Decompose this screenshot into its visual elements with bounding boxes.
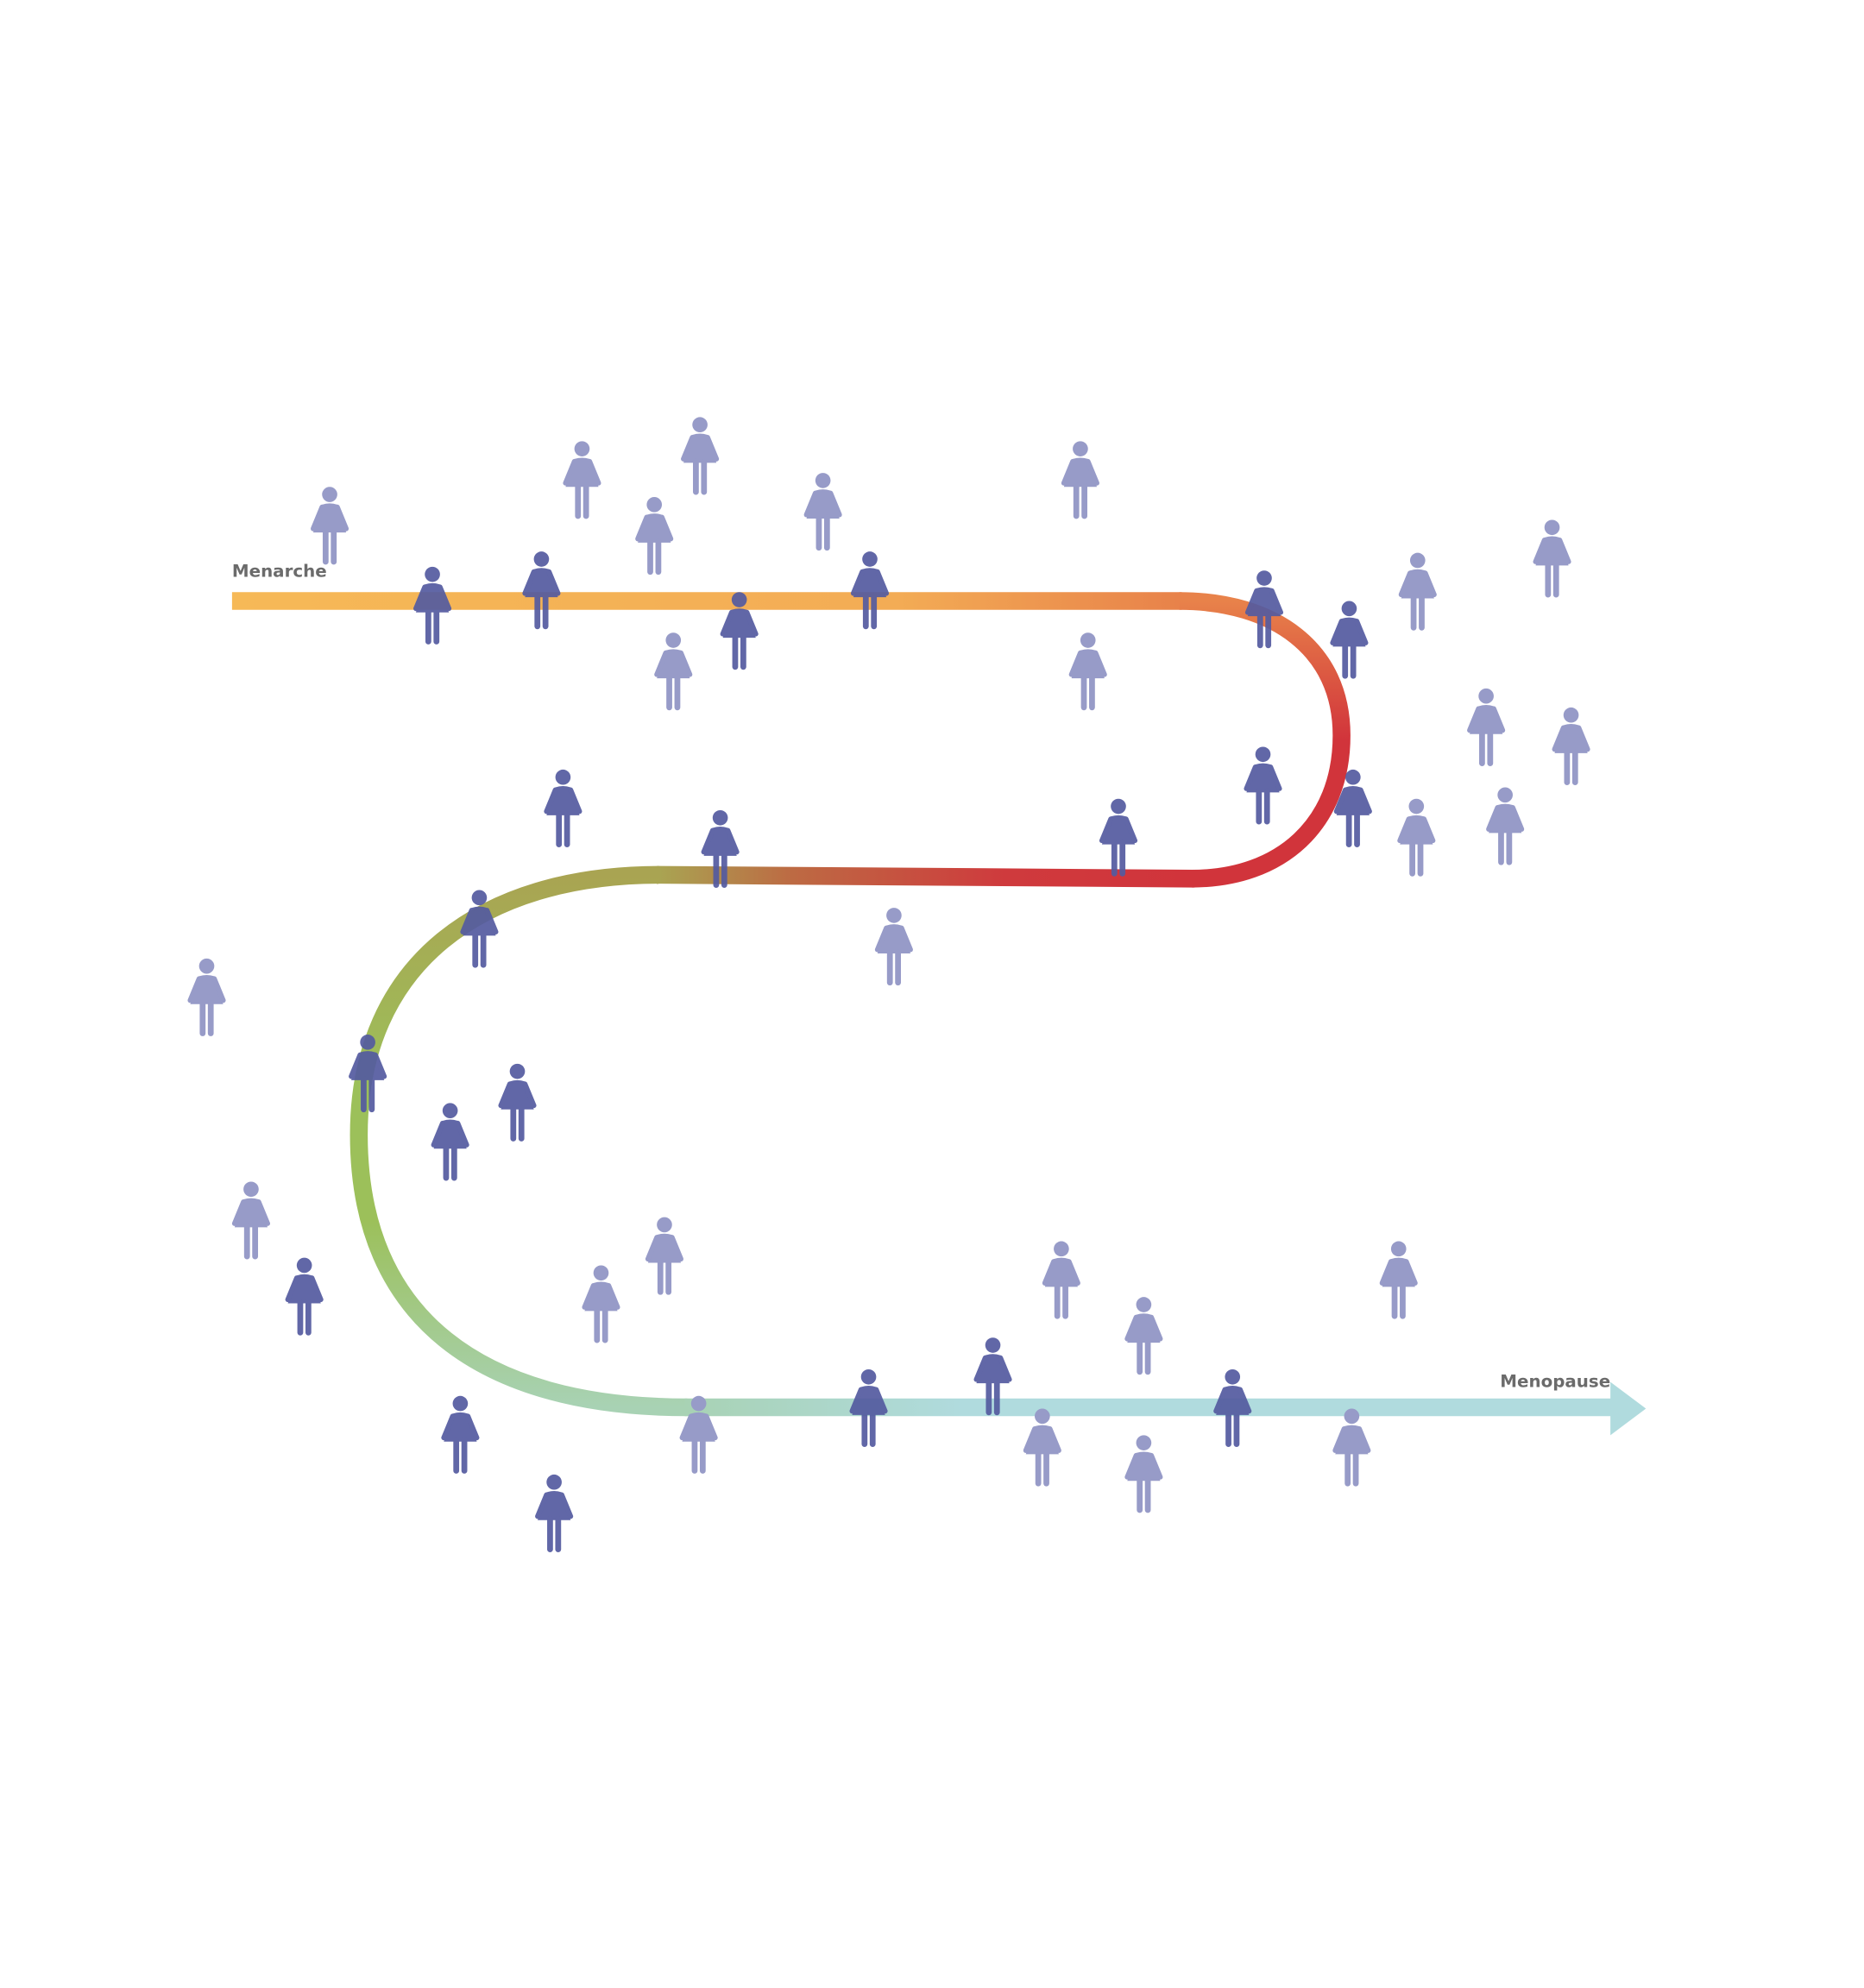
menopause-label: Menopause: [1500, 1372, 1610, 1392]
woman-figure-light-icon: [635, 497, 674, 576]
woman-figure-light-icon: [681, 417, 720, 495]
woman-figure-dark-icon: [431, 1103, 469, 1181]
woman-figure-light-icon: [679, 1395, 718, 1474]
woman-figure-dark-icon: [850, 551, 890, 630]
woman-figure-dark-icon: [285, 1257, 324, 1336]
woman-figure-dark-icon: [1333, 769, 1372, 847]
woman-figure-light-icon: [1467, 688, 1506, 766]
woman-figure-dark-icon: [720, 592, 759, 670]
path-segment-middle: [657, 865, 1195, 888]
woman-figure-light-icon: [803, 473, 842, 551]
woman-figure-dark-icon: [1244, 570, 1284, 649]
woman-figure-dark-icon: [441, 1395, 480, 1474]
woman-figure-dark-icon: [498, 1063, 537, 1142]
woman-figure-light-icon: [1124, 1297, 1163, 1375]
woman-figure-dark-icon: [460, 890, 499, 968]
woman-figure-light-icon: [1397, 798, 1436, 877]
woman-figure-light-icon: [645, 1217, 683, 1295]
woman-figure-dark-icon: [535, 1474, 574, 1552]
woman-figure-light-icon: [1068, 632, 1107, 711]
woman-figure-dark-icon: [701, 809, 740, 889]
woman-figure-light-icon: [563, 441, 601, 519]
woman-figure-light-icon: [1552, 707, 1590, 785]
woman-figure-light-icon: [1042, 1241, 1080, 1319]
arrowhead-icon: [1610, 1381, 1647, 1436]
woman-figure-dark-icon: [522, 551, 561, 630]
woman-figure-light-icon: [1398, 552, 1437, 631]
woman-figure-light-icon: [1379, 1241, 1418, 1319]
woman-figure-light-icon: [874, 908, 913, 986]
woman-figure-light-icon: [1061, 441, 1099, 519]
woman-figure-dark-icon: [1244, 746, 1282, 825]
woman-figure-dark-icon: [544, 769, 582, 847]
menarche-label: Menarche: [232, 562, 327, 582]
woman-figure-dark-icon: [349, 1035, 387, 1113]
woman-figure-light-icon: [187, 958, 226, 1036]
woman-figure-dark-icon: [849, 1368, 888, 1448]
woman-figure-light-icon: [1533, 519, 1571, 598]
woman-figure-light-icon: [231, 1181, 270, 1260]
woman-figure-light-icon: [1332, 1408, 1371, 1487]
woman-figure-light-icon: [654, 632, 693, 711]
woman-figure-light-icon: [311, 487, 350, 565]
woman-figure-light-icon: [1486, 787, 1525, 865]
woman-figure-dark-icon: [973, 1337, 1012, 1416]
woman-figure-light-icon: [1124, 1435, 1163, 1513]
woman-figure-dark-icon: [1213, 1368, 1252, 1448]
women-figures: [187, 417, 1590, 1552]
woman-figure-light-icon: [1023, 1408, 1061, 1487]
woman-figure-light-icon: [582, 1265, 620, 1343]
woman-figure-dark-icon: [413, 566, 452, 645]
woman-figure-dark-icon: [1099, 798, 1138, 877]
path-segment-left-curve: [350, 865, 688, 1417]
woman-figure-dark-icon: [1330, 601, 1369, 679]
